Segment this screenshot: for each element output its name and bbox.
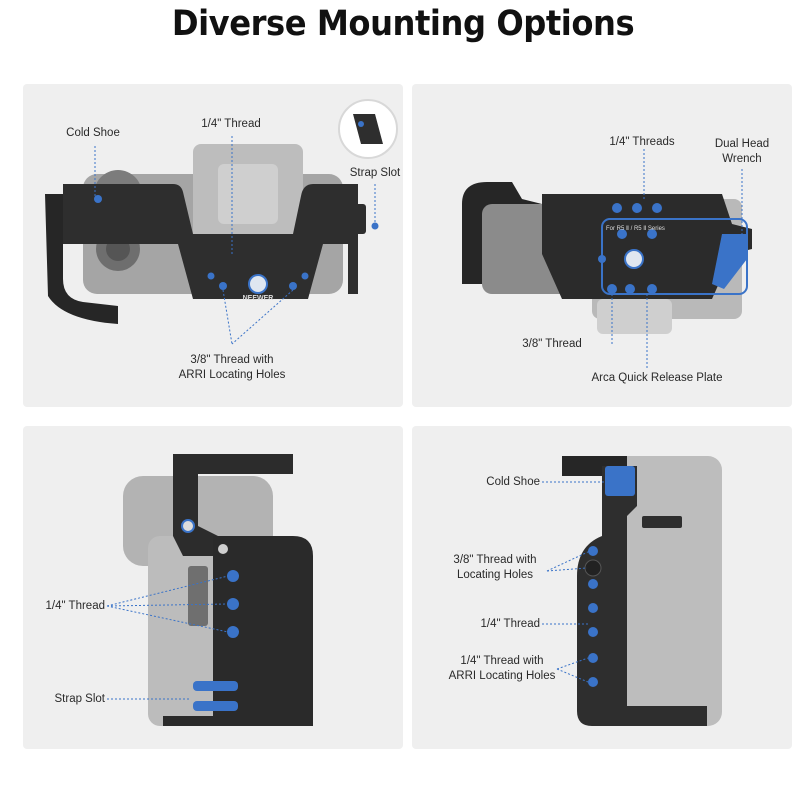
screw-icon [289,282,297,290]
arri-thread-label-line2: ARRI Locating Holes [448,670,556,682]
top-view-panel: Cold Shoe 1/4" Thread Strap Slot 3/8" Th… [23,84,403,407]
center-thread-icon [624,249,644,269]
screw-icon [219,282,227,290]
quarter-thread-label: 1/4" Thread [45,600,106,612]
strap-slot-shape [193,681,238,691]
top-view-illustration [45,99,398,345]
camera-body-shape [612,456,722,726]
three-eighths-thread-label: 3/8" Thread [522,338,582,350]
quarter-threads-label: 1/4" Threads [609,136,675,148]
page-title: Diverse Mounting Options [171,4,635,44]
arri-thread-label-line1: 3/8" Thread with [190,354,274,366]
right-side-panel: Cold Shoe 3/8" Thread with Locating Hole… [412,426,792,749]
strap-slot-label: Strap Slot [54,693,106,705]
cold-shoe-label: Cold Shoe [66,127,120,139]
center-thread-icon [248,274,268,294]
locating-thread-label-line2: Locating Holes [456,569,534,581]
arca-plate-label: Arca Quick Release Plate [591,372,723,384]
dual-head-wrench-label-line1: Dual Head [714,138,770,150]
left-side-panel: 1/4" Thread Strap Slot [23,426,403,749]
cold-shoe-shape [605,466,635,496]
cold-shoe-label: Cold Shoe [486,476,540,488]
bottom-view-illustration [462,149,752,369]
arri-thread-label-line1: 1/4" Thread with [460,655,544,667]
left-side-illustration [106,454,313,726]
arri-thread-label-line2: ARRI Locating Holes [178,369,286,381]
strap-slot-label: Strap Slot [349,167,401,179]
cage-base-plate [542,194,752,299]
quarter-thread-label: 1/4" Thread [201,118,261,130]
dual-head-wrench-label-line2: Wrench [722,153,762,165]
cage-top-handle [173,454,293,556]
cage-handle-shape [45,194,118,324]
wrench-shape [712,234,747,289]
cage-side-shape [577,466,707,726]
right-side-illustration [542,456,722,726]
locating-thread-label-line1: 3/8" Thread with [453,554,537,566]
plate-engraving: For R5 Ⅱ / R5 Ⅱ Series [606,226,665,232]
bottom-view-panel: 1/4" Threads Dual Head Wrench 3/8" Threa… [412,84,792,407]
quarter-thread-label: 1/4" Thread [480,618,541,630]
screw-icon [94,195,102,203]
cage-frame-shape [63,184,358,299]
brand-logo: NEEWER [242,295,274,302]
